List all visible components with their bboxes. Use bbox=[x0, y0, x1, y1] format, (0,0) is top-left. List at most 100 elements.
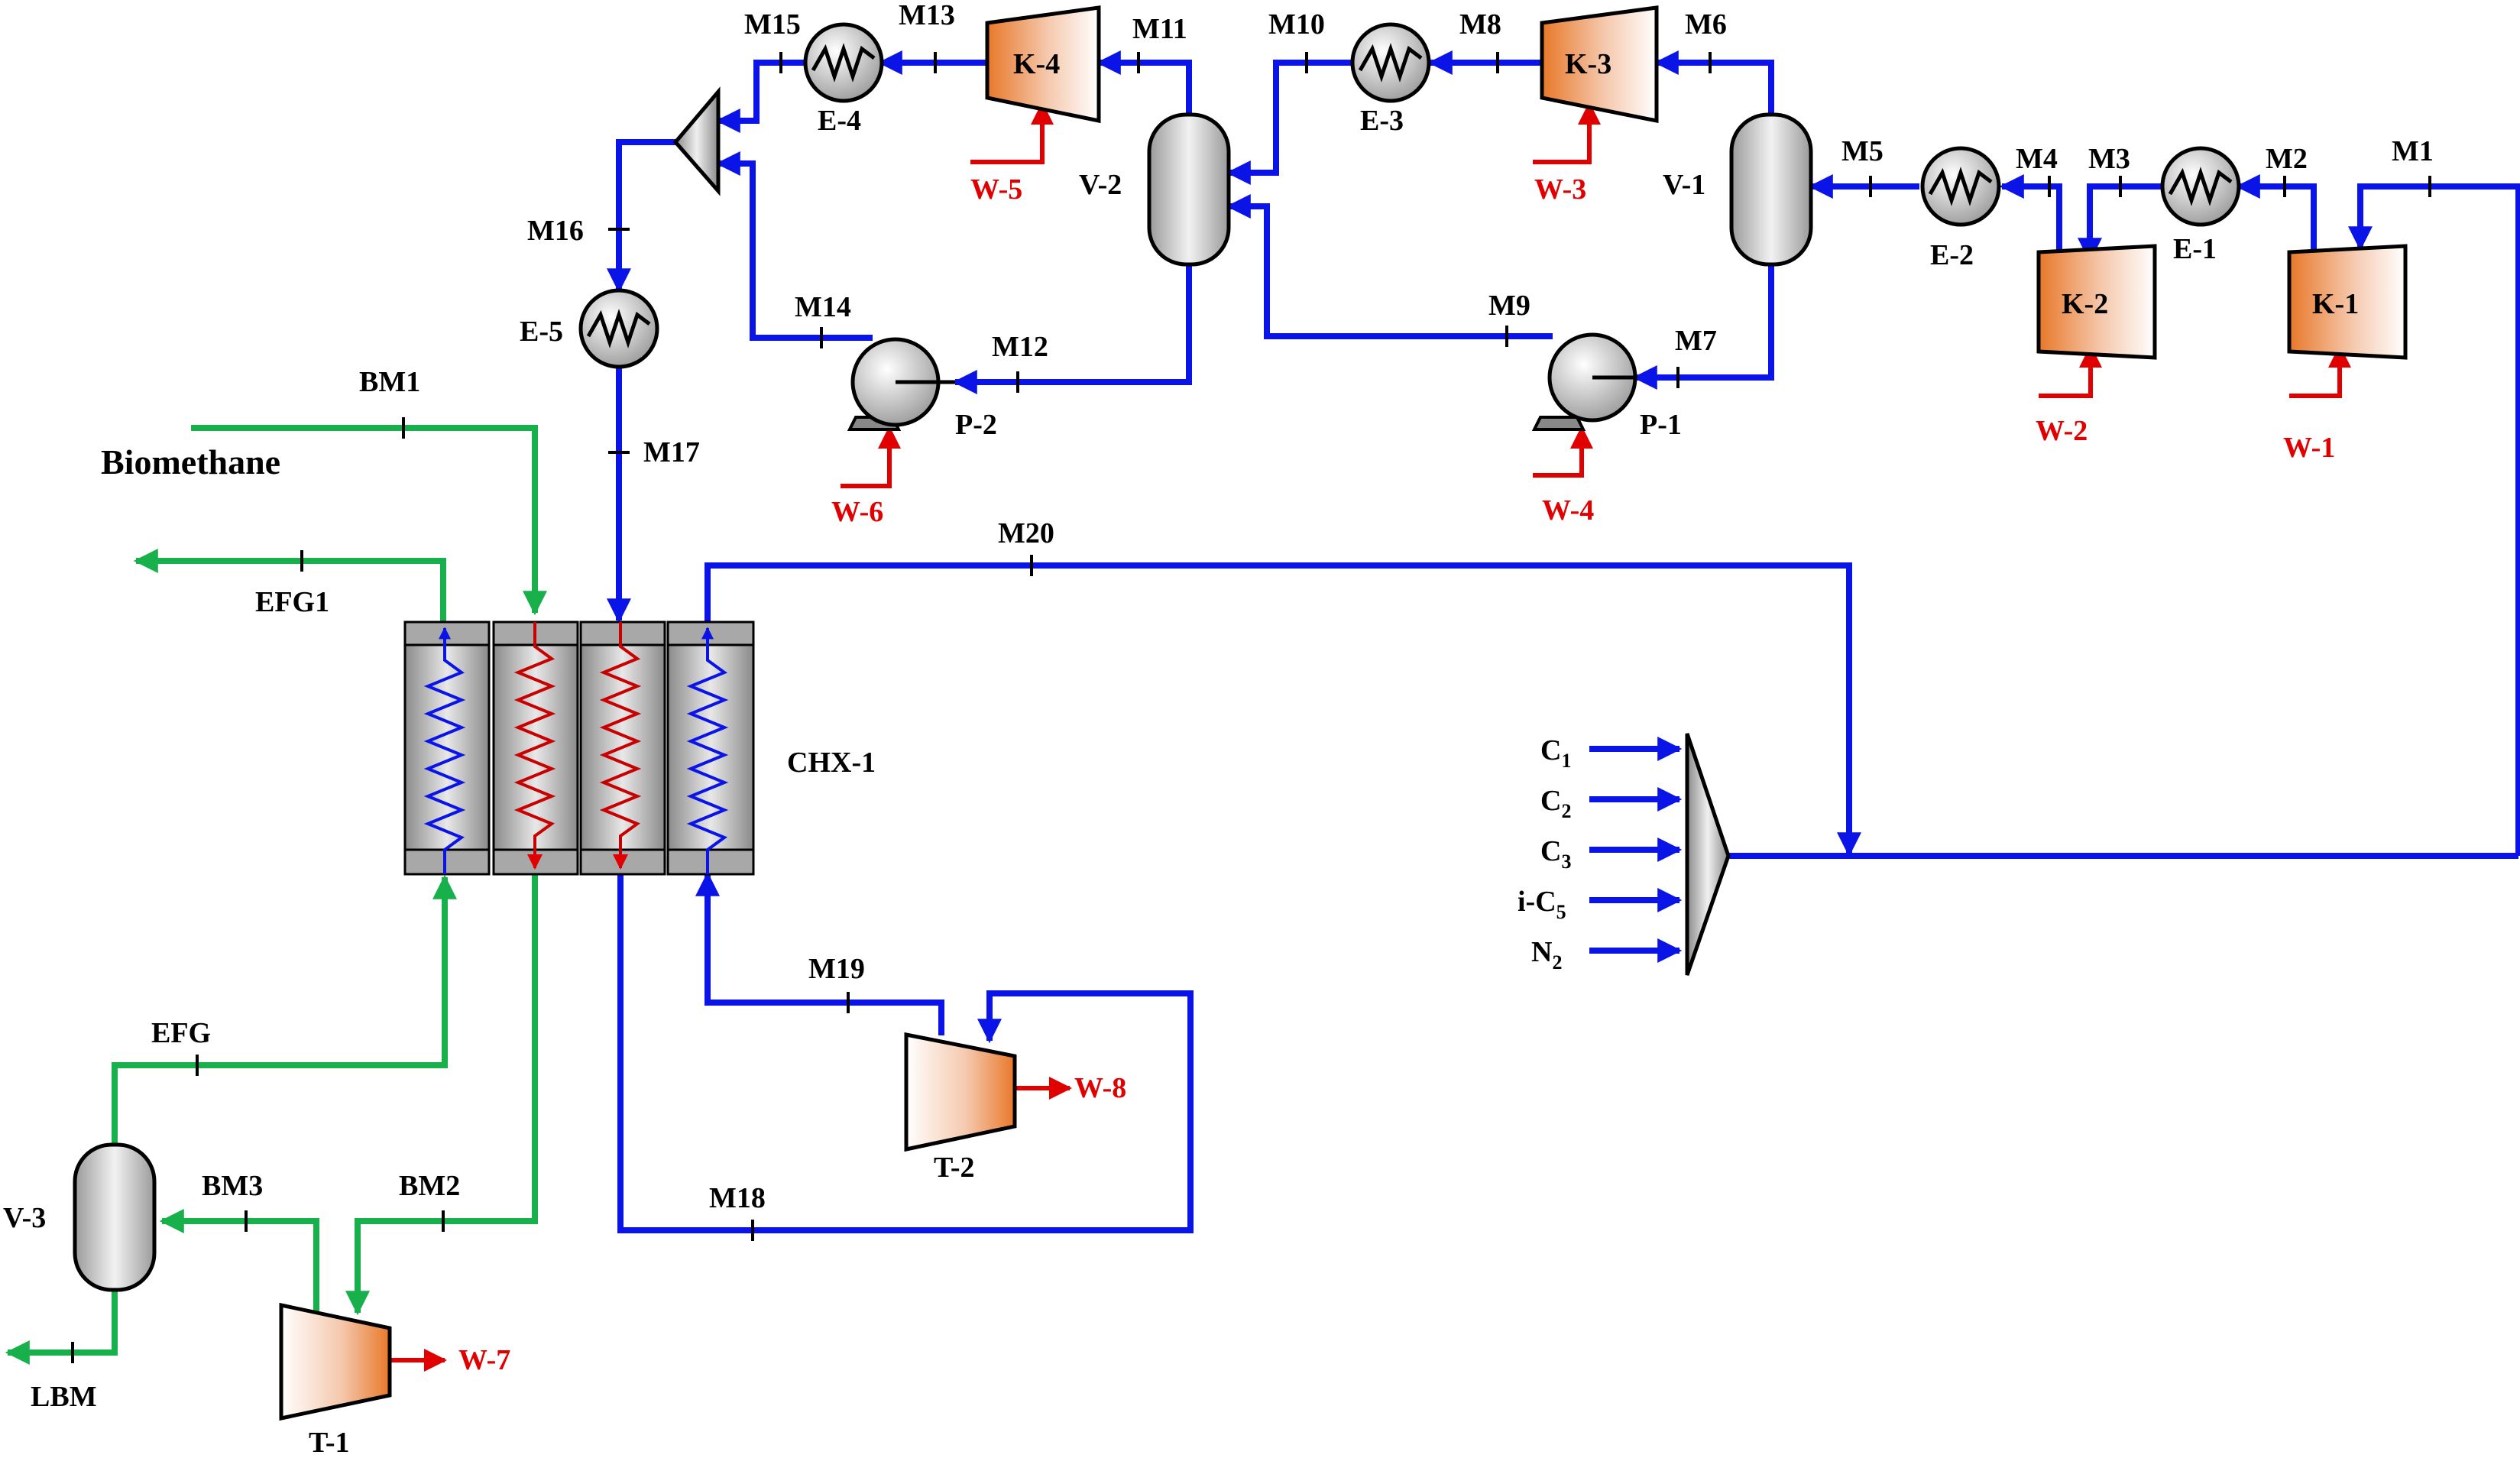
separator-v3[interactable] bbox=[73, 1142, 157, 1292]
stream-m20-line bbox=[704, 562, 1861, 857]
label-m10: M10 bbox=[1268, 8, 1325, 40]
label-c2: C2 bbox=[1540, 785, 1571, 822]
stream-bm3-line bbox=[159, 1209, 319, 1316]
label-w7: W-7 bbox=[458, 1344, 510, 1376]
label-k3: K-3 bbox=[1565, 48, 1611, 80]
heat-exchanger-e4[interactable] bbox=[803, 22, 884, 103]
label-m4: M4 bbox=[2016, 143, 2058, 175]
label-lbm: LBM bbox=[31, 1381, 97, 1413]
chx-coil-efg bbox=[423, 627, 466, 874]
label-e2: E-2 bbox=[1930, 239, 1974, 271]
heat-exchanger-e1[interactable] bbox=[2160, 146, 2241, 227]
label-e3: E-3 bbox=[1360, 105, 1404, 137]
stream-lbm-line bbox=[5, 1288, 118, 1365]
stream-ticks bbox=[71, 52, 2431, 1363]
stream-m3-line bbox=[2078, 183, 2164, 263]
label-c1: C1 bbox=[1540, 734, 1571, 772]
label-m19: M19 bbox=[808, 953, 865, 985]
label-m1: M1 bbox=[2392, 135, 2434, 167]
separator-v2[interactable] bbox=[1147, 112, 1231, 267]
label-e4: E-4 bbox=[818, 105, 861, 137]
pump-p2[interactable] bbox=[847, 337, 955, 431]
compressor-k2[interactable] bbox=[2036, 244, 2157, 360]
compressor-k1[interactable] bbox=[2287, 244, 2408, 360]
stream-bm2-line bbox=[345, 871, 538, 1316]
turbine-t2[interactable] bbox=[904, 1032, 1017, 1152]
label-m13: M13 bbox=[899, 0, 955, 31]
compressor-k4[interactable] bbox=[985, 5, 1101, 124]
stream-m12-line bbox=[952, 264, 1192, 394]
label-m12: M12 bbox=[992, 331, 1048, 363]
label-w2: W-2 bbox=[2036, 415, 2088, 447]
label-m7: M7 bbox=[1675, 325, 1717, 357]
label-m14: M14 bbox=[795, 291, 851, 323]
label-m11: M11 bbox=[1132, 13, 1187, 45]
label-bm3: BM3 bbox=[202, 1170, 263, 1202]
separator-v1[interactable] bbox=[1729, 112, 1813, 267]
work-w5-line bbox=[970, 102, 1054, 164]
stream-m16-line bbox=[607, 139, 675, 293]
label-t1: T-1 bbox=[309, 1427, 350, 1458]
work-w1-line bbox=[2289, 345, 2351, 398]
label-k4: K-4 bbox=[1013, 48, 1060, 80]
label-m6: M6 bbox=[1685, 8, 1727, 40]
label-efg: EFG bbox=[151, 1017, 211, 1049]
pump-p1[interactable] bbox=[1531, 332, 1637, 431]
stream-m18-line bbox=[617, 871, 1194, 1233]
label-m9: M9 bbox=[1488, 290, 1530, 322]
label-n2: N2 bbox=[1531, 936, 1562, 974]
stream-m6-line bbox=[1654, 50, 1774, 115]
label-v1: V-1 bbox=[1663, 169, 1705, 201]
label-m8: M8 bbox=[1459, 8, 1501, 40]
stream-m19-line bbox=[695, 871, 944, 1035]
label-w1: W-1 bbox=[2283, 432, 2335, 464]
refrigerant-mixer[interactable] bbox=[672, 86, 721, 196]
label-ic5: i-C5 bbox=[1518, 886, 1566, 923]
stream-m1-line bbox=[2348, 183, 2520, 856]
label-p2: P-2 bbox=[955, 409, 997, 441]
chx-coil-refrigerant-cold bbox=[686, 627, 729, 874]
heat-exchanger-e3[interactable] bbox=[1350, 22, 1431, 103]
stream-m10-line bbox=[1226, 60, 1352, 185]
label-chx1: CHX-1 bbox=[787, 747, 876, 779]
label-v3: V-3 bbox=[3, 1202, 46, 1234]
label-v2: V-2 bbox=[1079, 169, 1122, 201]
label-bm1: BM1 bbox=[359, 366, 420, 398]
label-k2: K-2 bbox=[2062, 288, 2108, 320]
work-w6-line bbox=[841, 426, 901, 488]
label-c3: C3 bbox=[1540, 835, 1571, 873]
heat-exchanger-e5[interactable] bbox=[578, 288, 659, 369]
label-w5: W-5 bbox=[970, 173, 1022, 206]
stream-m4-line bbox=[1999, 174, 2062, 260]
label-w3: W-3 bbox=[1534, 173, 1586, 206]
label-k1: K-1 bbox=[2312, 288, 2359, 320]
heat-exchanger-e2[interactable] bbox=[1920, 146, 2001, 227]
work-w3-line bbox=[1533, 102, 1601, 164]
label-w8: W-8 bbox=[1074, 1072, 1126, 1104]
label-m2: M2 bbox=[2266, 143, 2308, 175]
stream-m15-line bbox=[715, 60, 807, 133]
work-w2-line bbox=[2039, 345, 2102, 398]
label-e5: E-5 bbox=[520, 316, 563, 348]
cryogenic-heat-exchanger-chx1[interactable] bbox=[403, 620, 755, 876]
turbine-t1[interactable] bbox=[279, 1302, 392, 1421]
label-m3: M3 bbox=[2088, 143, 2130, 175]
label-biomethane: Biomethane bbox=[101, 442, 280, 481]
stream-m7-line bbox=[1632, 264, 1774, 390]
compressor-k3[interactable] bbox=[1540, 5, 1659, 124]
label-m15: M15 bbox=[744, 8, 801, 40]
label-m16: M16 bbox=[527, 215, 584, 247]
stream-m2-line bbox=[2235, 174, 2317, 260]
label-e1: E-1 bbox=[2173, 233, 2217, 265]
chx-coil-refrigerant-hot bbox=[599, 622, 642, 870]
label-efg1: EFG1 bbox=[255, 586, 329, 618]
chx-coil-biomethane bbox=[513, 622, 556, 870]
label-p1: P-1 bbox=[1640, 409, 1682, 441]
label-m5: M5 bbox=[1841, 135, 1884, 167]
label-bm2: BM2 bbox=[399, 1170, 460, 1202]
label-w6: W-6 bbox=[831, 496, 883, 528]
stream-m9-line bbox=[1226, 194, 1553, 339]
makeup-mixer[interactable] bbox=[1685, 733, 1731, 976]
work-w4-line bbox=[1533, 426, 1593, 478]
